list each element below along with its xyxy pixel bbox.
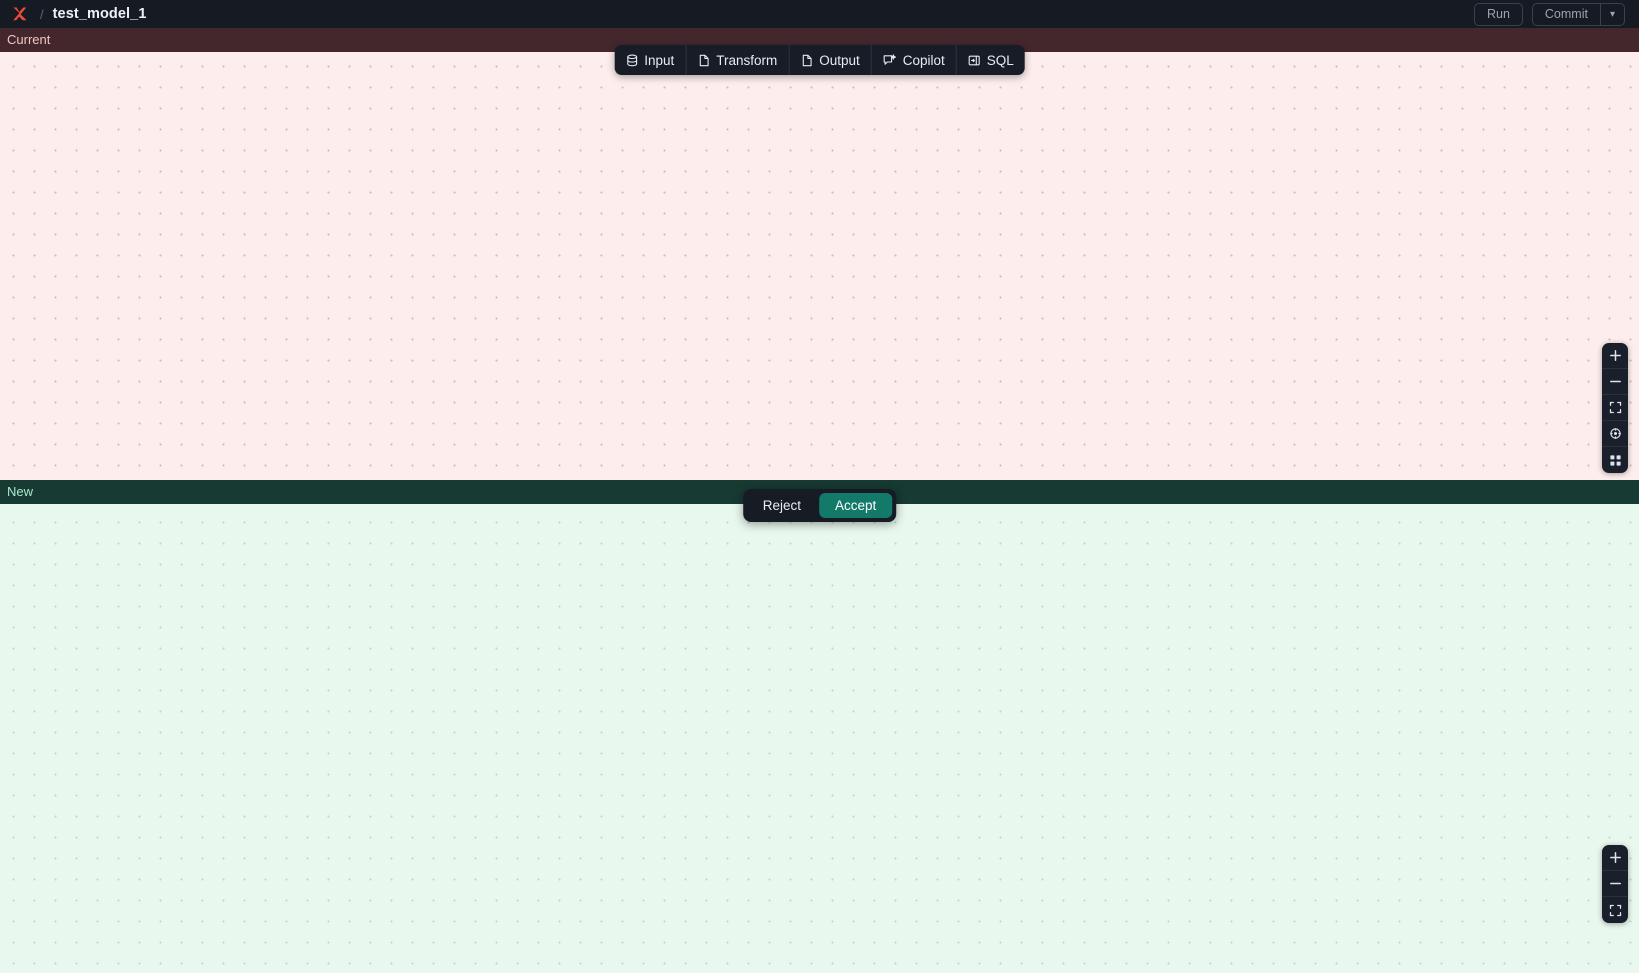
canvas-grid-dots bbox=[0, 28, 1639, 480]
zoom-controls-new bbox=[1602, 845, 1628, 923]
lock-target-icon[interactable] bbox=[1602, 421, 1628, 447]
toolbar-copilot[interactable]: Copilot bbox=[872, 45, 957, 75]
toolbar-copilot-label: Copilot bbox=[902, 52, 945, 68]
canvas-grid-dots bbox=[0, 480, 1639, 973]
canvas-new[interactable]: New fct_github_pull_requests ⋯ bbox=[0, 480, 1639, 973]
canvas-current[interactable]: Current bbox=[0, 28, 1639, 480]
toolbar-sql[interactable]: SQL bbox=[957, 45, 1025, 75]
run-button[interactable]: Run bbox=[1473, 2, 1523, 26]
toolbar-transform-label: Transform bbox=[716, 52, 778, 68]
chevron-down-icon[interactable]: ▾ bbox=[1609, 8, 1615, 20]
commit-button-group: Commit ▾ bbox=[1531, 2, 1625, 26]
toolbar-sql-label: SQL bbox=[986, 52, 1014, 68]
diff-decision-bar: Reject Accept bbox=[742, 489, 897, 522]
breadcrumb-separator: / bbox=[40, 6, 44, 22]
zoom-out-button[interactable] bbox=[1602, 369, 1628, 395]
node-toolbar: Input Transform Output Copilot bbox=[614, 45, 1025, 75]
zoom-out-button[interactable] bbox=[1602, 871, 1628, 897]
file-icon bbox=[800, 54, 813, 67]
accept-button[interactable]: Accept bbox=[818, 493, 893, 518]
zoom-in-button[interactable] bbox=[1602, 845, 1628, 871]
copilot-sparkle-icon bbox=[883, 53, 897, 67]
page-title: test_model_1 bbox=[52, 6, 147, 22]
reject-button[interactable]: Reject bbox=[762, 498, 801, 513]
toolbar-input-label: Input bbox=[644, 52, 675, 68]
zoom-in-button[interactable] bbox=[1602, 343, 1628, 369]
app-header: / test_model_1 Run Commit ▾ bbox=[0, 0, 1639, 28]
fit-view-icon[interactable] bbox=[1602, 897, 1628, 923]
zoom-controls-current bbox=[1602, 343, 1628, 473]
sql-panel-icon bbox=[968, 54, 981, 67]
toolbar-transform[interactable]: Transform bbox=[686, 45, 790, 75]
toolbar-output-label: Output bbox=[819, 52, 860, 68]
x-logo-icon[interactable] bbox=[10, 4, 30, 24]
file-icon bbox=[697, 54, 710, 67]
header-actions: Run Commit ▾ bbox=[1473, 2, 1629, 26]
toolbar-output[interactable]: Output bbox=[789, 45, 872, 75]
commit-button[interactable]: Commit bbox=[1533, 3, 1601, 25]
fit-view-icon[interactable] bbox=[1602, 395, 1628, 421]
grid-icon[interactable] bbox=[1602, 447, 1628, 473]
toolbar-input[interactable]: Input bbox=[614, 45, 687, 75]
database-icon bbox=[625, 54, 638, 67]
